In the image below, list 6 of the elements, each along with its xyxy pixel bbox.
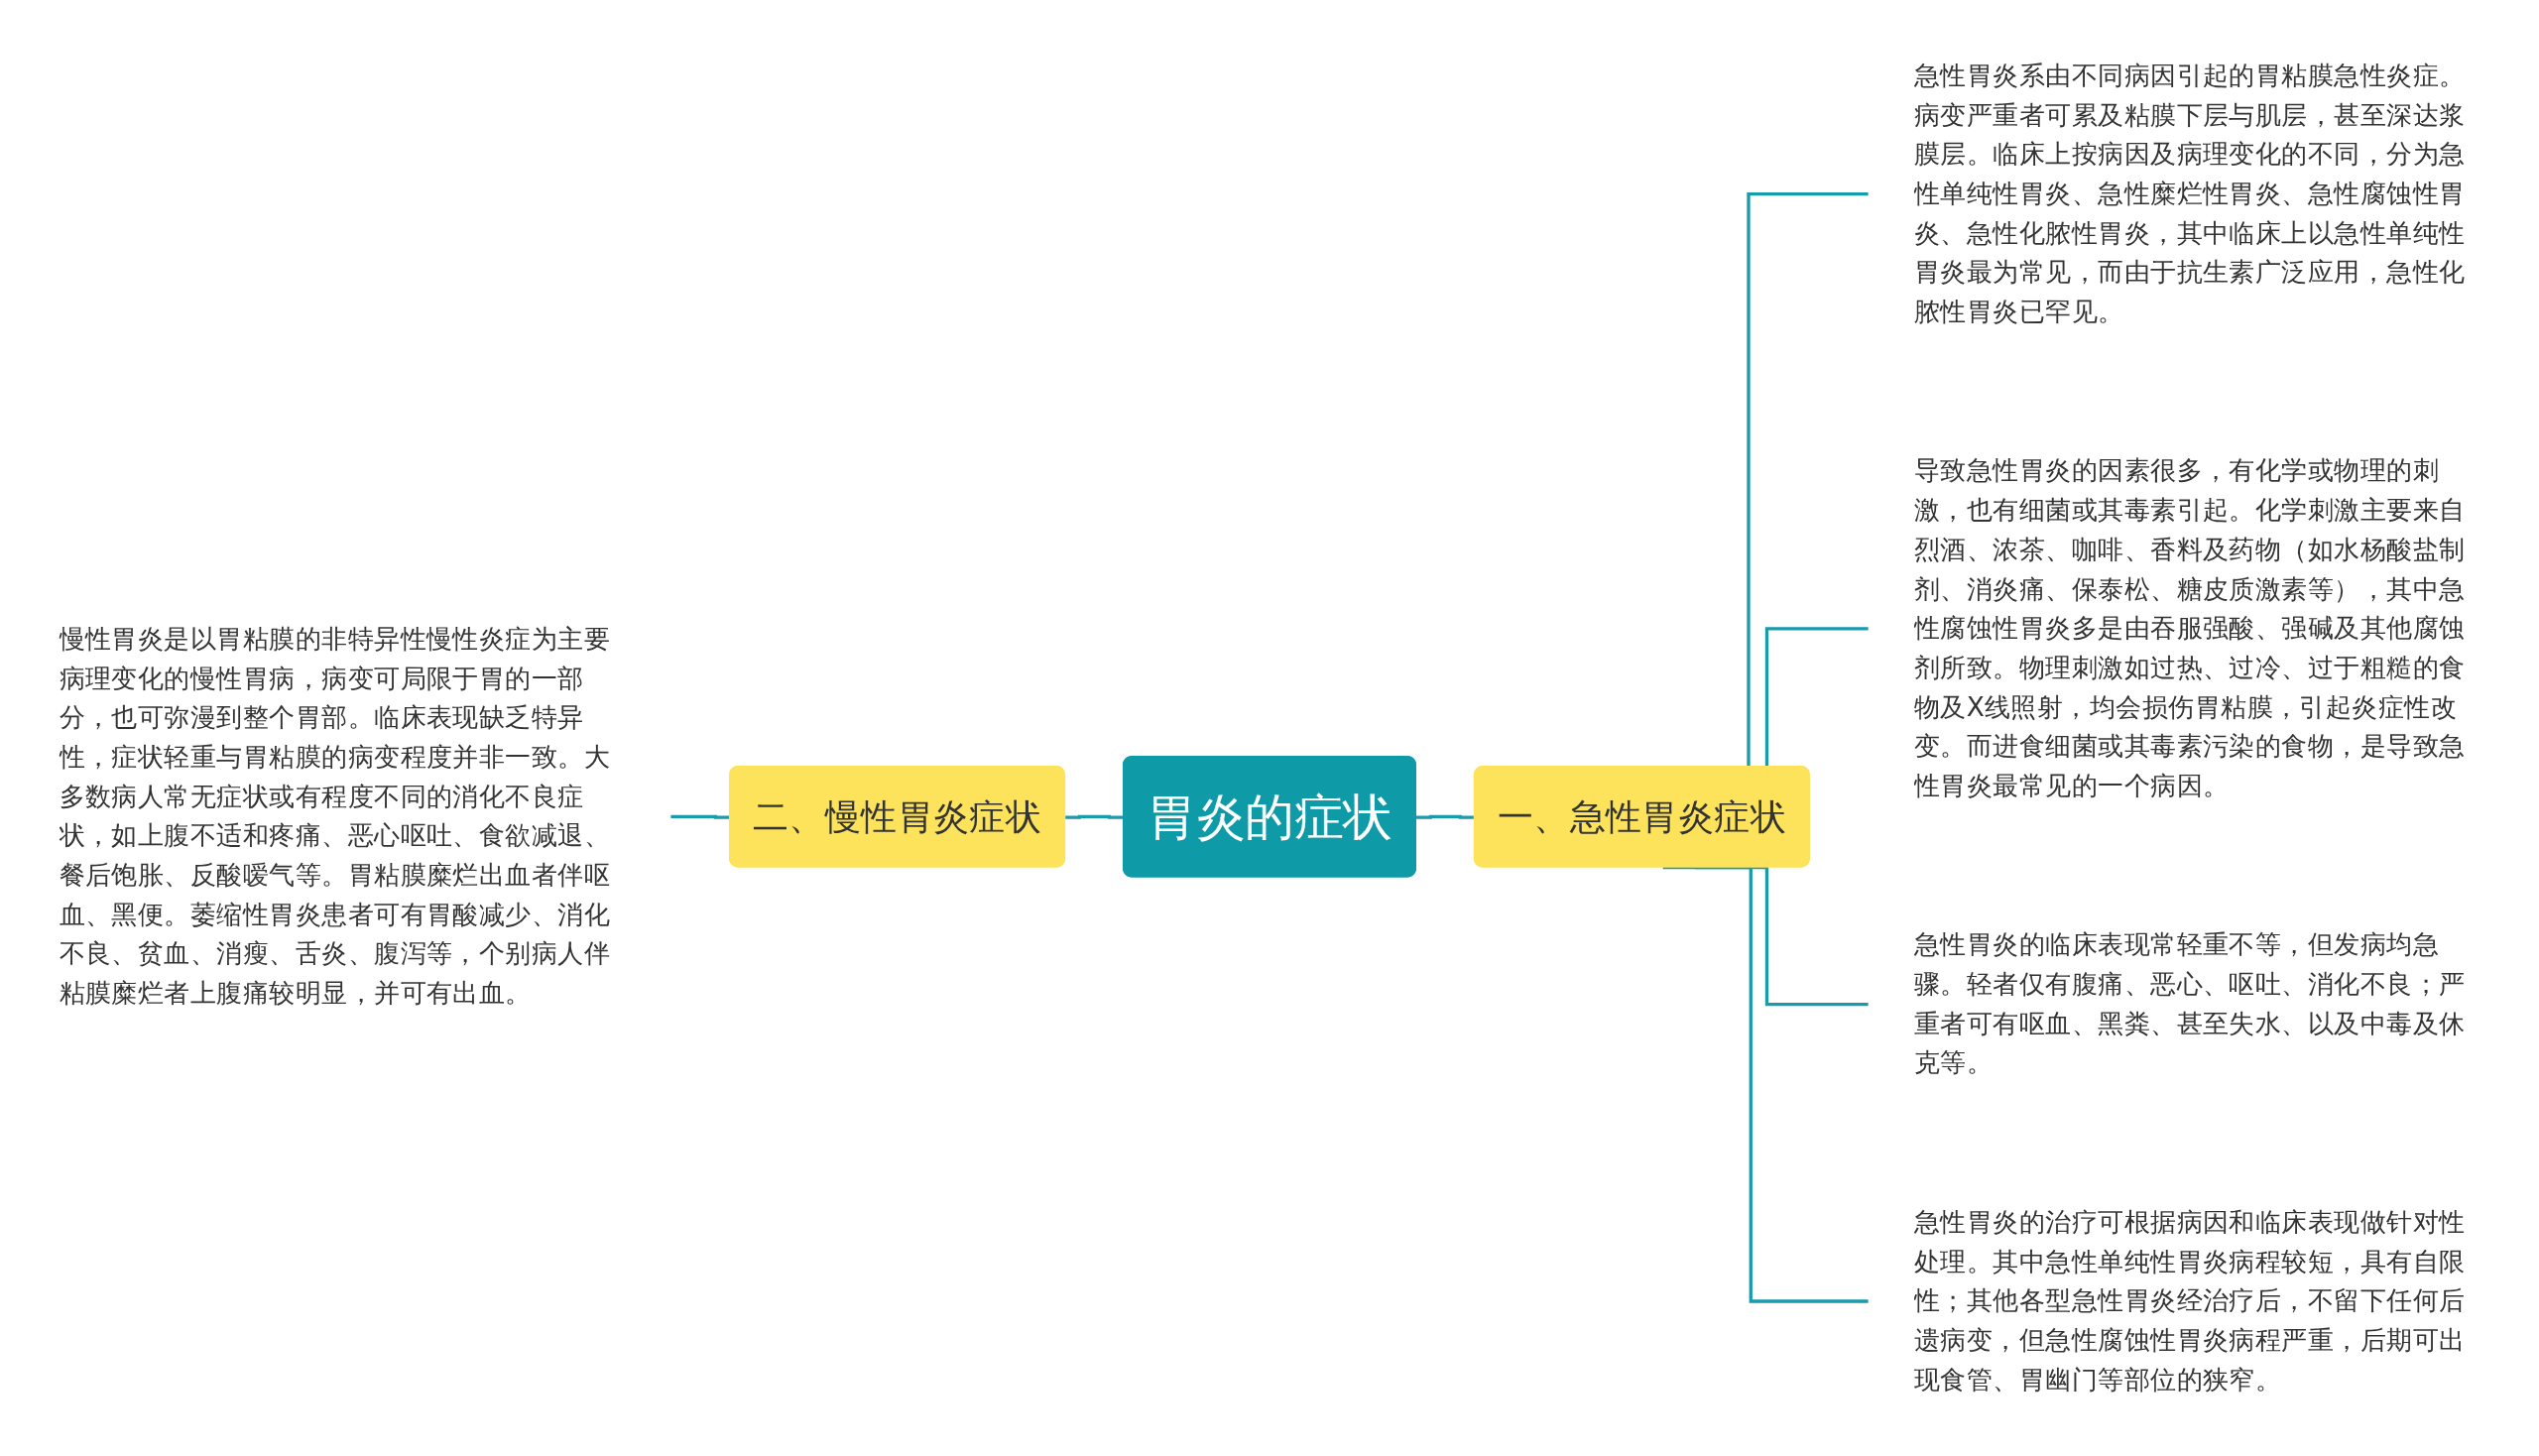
node-text: 急性胃炎的治疗可根据病因和临床表现做针对性处理。其中急性单纯性胃炎病程较短，具有自限性；其他各型急性胃炎经治疗后，不留下任何后遗病变，但急性腐蚀性胃炎病程严重，后期可出现食管、胃幽门等部位的狭窄。 [1913, 1206, 2466, 1395]
node-text: 急性胃炎系由不同病因引起的胃粘膜急性炎症。病变严重者可累及粘膜下层与肌层，甚至深达浆膜层。临床上按病因及病理变化的不同，分为急性单纯性胃炎、急性糜烂性胃炎、急性腐蚀性胃炎、急性化脓性胃炎，其中临床上以急性单纯性胃炎最为常见，而由于抗生素广泛应用，急性化脓性胃炎已罕见。 [1913, 60, 2466, 327]
connector [1662, 865, 1869, 1303]
node-text: 急性胃炎的临床表现常轻重不等，但发病均急骤。轻者仅有腹痛、恶心、呕吐、消化不良；严重者可有呕血、黑粪、甚至失水、以及中毒及休克等。 [1913, 928, 2466, 1079]
node-text: 慢性胃炎是以胃粘膜的非特异性慢性炎症为主要病理变化的慢性胃病，病变可局限于胃的一部分，也可弥漫到整个胃部。临床表现缺乏特异性，症状轻重与胃粘膜的病变程度并非一致。大多数病人常无症状或有程度不同的消化不良症状，如上腹不适和疼痛、恶心呕吐、食欲减退、餐后饱胀、反酸嗳气等。胃粘膜糜烂出血者伴呕血、黑便。萎缩性胃炎患者可有胃酸减少、消化不良、贫血、消瘦、舌炎、腹泻等，个别病人伴粘膜糜烂者上腹痛较明显，并可有出血。 [59, 623, 611, 1009]
node-text: 导致急性胃炎的因素很多，有化学或物理的刺激，也有细菌或其毒素引起。化学刺激主要来自烈酒、浓茶、咖啡、香料及药物（如水杨酸盐制剂、消炎痛、保泰松、糖皮质激素等），其中急性腐蚀性胃炎多是由吞服强酸、强碱及其他腐蚀剂所致。物理刺激如过热、过冷、过于粗糙的食物及X线照射，均会损伤胃粘膜，引起炎症性改变。而进食细菌或其毒素污染的食物，是导致急性胃炎最常见的一个病因。 [1913, 454, 2466, 801]
